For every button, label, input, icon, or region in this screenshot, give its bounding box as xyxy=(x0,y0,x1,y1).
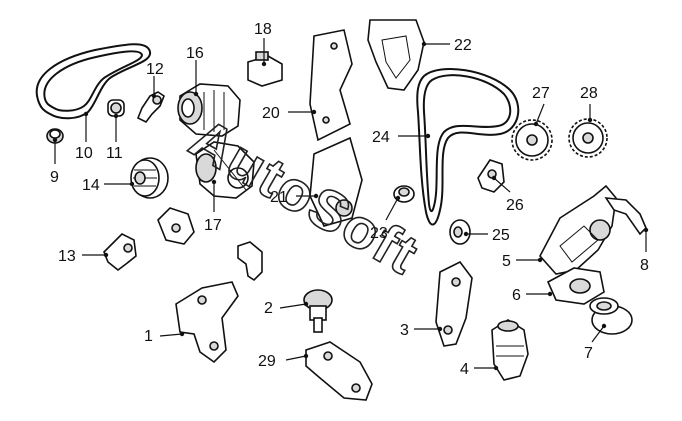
callout-13: 13 xyxy=(58,248,76,265)
callout-labels: 1 2 3 4 5 6 7 8 9 10 11 12 13 14 16 17 1… xyxy=(50,21,649,378)
callout-4: 4 xyxy=(460,361,469,378)
callout-28: 28 xyxy=(580,85,598,102)
callout-6: 6 xyxy=(512,287,521,304)
part-16-unit xyxy=(177,83,241,137)
part-25-idler xyxy=(449,219,471,245)
part-20-cover xyxy=(309,29,353,142)
part-6-cover xyxy=(546,267,605,305)
callout-3: 3 xyxy=(400,322,409,339)
part-13-arm xyxy=(103,233,137,272)
part-22-cover xyxy=(367,19,425,91)
part-17-pump xyxy=(195,141,255,199)
callout-2: 2 xyxy=(264,300,273,317)
part-18-sensor xyxy=(247,51,283,87)
part-7-filter xyxy=(589,297,633,335)
callout-26: 26 xyxy=(506,197,524,214)
part-12-bracket xyxy=(136,91,165,124)
callout-5: 5 xyxy=(502,253,511,270)
callout-11: 11 xyxy=(106,145,123,162)
part-24-timing-belt xyxy=(416,67,520,226)
callout-12: 12 xyxy=(146,61,164,78)
part-4-housing xyxy=(491,319,529,381)
callout-21: 21 xyxy=(270,189,288,206)
callout-23: 23 xyxy=(370,225,388,242)
callout-7: 7 xyxy=(584,345,593,362)
part-11-roller xyxy=(107,99,125,117)
callout-25: 25 xyxy=(492,227,510,244)
callout-18: 18 xyxy=(254,21,272,38)
part-23-roller xyxy=(393,185,415,203)
callout-24: 24 xyxy=(372,129,390,146)
part-29-bracket xyxy=(305,341,373,401)
part-10-belt xyxy=(35,43,151,120)
part-28-cam-gear xyxy=(568,118,608,158)
part-5-housing xyxy=(539,184,647,275)
callout-16: 16 xyxy=(186,45,204,62)
callout-1: 1 xyxy=(144,328,153,345)
part-9-bushing xyxy=(46,128,64,144)
part-14-pulley xyxy=(130,157,169,199)
callout-22: 22 xyxy=(454,37,472,54)
part-2-stud xyxy=(303,289,333,333)
part-27-cam-gear xyxy=(511,119,553,161)
callout-29: 29 xyxy=(258,353,276,370)
part-mount-small xyxy=(157,207,195,245)
callout-20: 20 xyxy=(262,105,280,122)
part-3-guide xyxy=(435,260,473,347)
callout-17: 17 xyxy=(204,217,222,234)
callout-14: 14 xyxy=(82,177,100,194)
callout-8: 8 xyxy=(640,257,649,274)
callout-27: 27 xyxy=(532,85,550,102)
part-l-bracket xyxy=(237,241,263,282)
leader-lines xyxy=(52,38,649,371)
callout-10: 10 xyxy=(75,145,93,162)
part-1-bracket xyxy=(175,281,239,364)
part-26-tensioner xyxy=(477,159,505,193)
callout-9: 9 xyxy=(50,169,59,186)
